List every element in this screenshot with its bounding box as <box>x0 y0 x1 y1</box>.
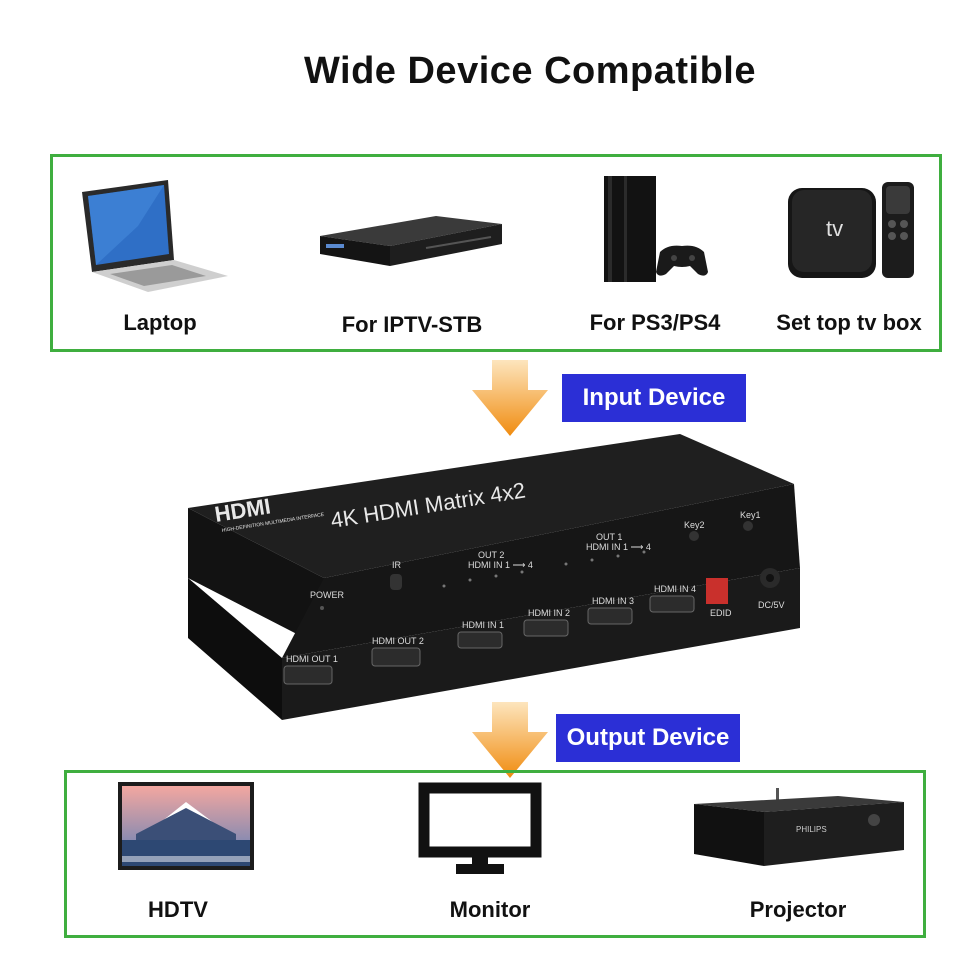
output-device-tag: Output Device <box>556 714 740 762</box>
out1-label: OUT 1 <box>596 532 622 542</box>
output-label-projector: Projector <box>749 897 847 922</box>
output-label-hdtv: HDTV <box>148 897 208 922</box>
input-devices-box <box>50 154 942 352</box>
dc-label: DC/5V <box>758 600 785 610</box>
edid-label: EDID <box>710 608 732 618</box>
down-arrow-icon <box>472 360 548 436</box>
ir-label: IR <box>392 560 402 570</box>
input-device-tag: Input Device <box>562 374 746 422</box>
input-label-iptv-stb: For IPTV-STB <box>341 312 483 337</box>
hdmi-in3-label: HDMI IN 3 <box>592 596 634 606</box>
page-title: Wide Device Compatible <box>304 50 756 92</box>
key2-label: Key2 <box>684 520 705 530</box>
tv-box-icon: tv <box>788 182 914 278</box>
input-label-ps3-ps4: For PS3/PS4 <box>589 310 721 335</box>
hdmi-in1-label: HDMI IN 1 <box>462 620 504 630</box>
out2-range: HDMI IN 1 ⟶ 4 <box>468 560 533 570</box>
projector-brand: PHILIPS <box>796 825 827 834</box>
tv-box-text: tv <box>826 216 843 241</box>
game-console-icon <box>604 176 708 282</box>
bluray-player-icon <box>320 216 502 266</box>
out1-range: HDMI IN 1 ⟶ 4 <box>586 542 651 552</box>
projector-icon: PHILIPS <box>694 788 904 866</box>
output-devices-box <box>64 770 926 938</box>
input-label-laptop: Laptop <box>123 310 197 335</box>
key1-label: Key1 <box>740 510 761 520</box>
laptop-icon <box>82 180 228 292</box>
hdmi-out1-label: HDMI OUT 1 <box>286 654 338 664</box>
power-label: POWER <box>310 590 345 600</box>
hdmi-in2-label: HDMI IN 2 <box>528 608 570 618</box>
hdmi-matrix-device: HDMI HIGH-DEFINITION MULTIMEDIA INTERFAC… <box>188 434 800 720</box>
hdtv-icon <box>118 782 254 870</box>
out2-label: OUT 2 <box>478 550 504 560</box>
hdmi-out2-label: HDMI OUT 2 <box>372 636 424 646</box>
input-label-set-top-box: Set top tv box <box>776 310 922 335</box>
down-arrow-icon <box>472 702 548 778</box>
output-label-monitor: Monitor <box>449 897 531 922</box>
hdmi-in4-label: HDMI IN 4 <box>654 584 696 594</box>
monitor-icon <box>418 782 542 874</box>
